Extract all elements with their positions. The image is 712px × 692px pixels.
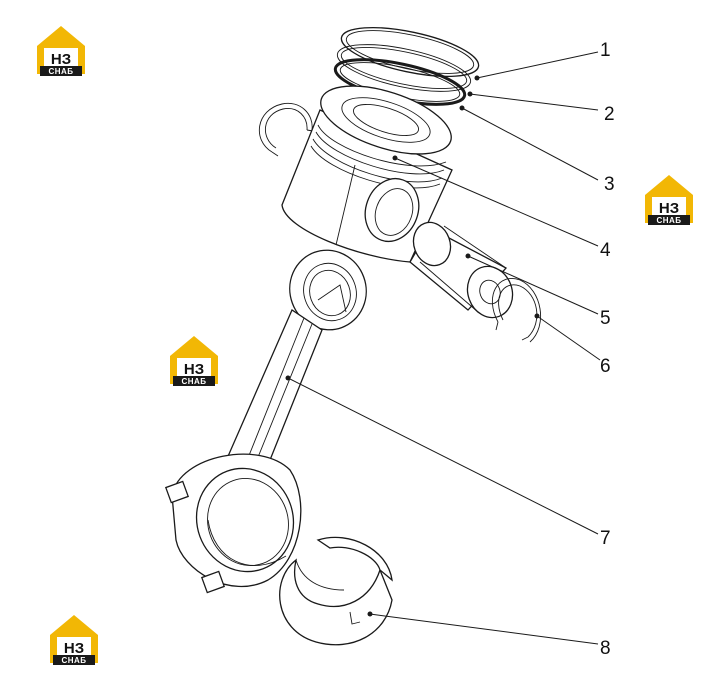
logo-right: НЗ СНАБ bbox=[645, 175, 693, 225]
logo-middle-left: НЗ СНАБ bbox=[170, 336, 218, 386]
piston-pin-circlip-right bbox=[492, 278, 542, 343]
leader-line-1 bbox=[476, 51, 599, 79]
piston-ring-1 bbox=[340, 26, 480, 78]
logo-mark: НЗ bbox=[659, 200, 679, 217]
leader-line-2 bbox=[469, 93, 599, 111]
connecting-rod-bearing bbox=[279, 536, 393, 646]
logo-bottom-left: НЗ СНАБ bbox=[50, 615, 98, 665]
leader-line-5 bbox=[467, 255, 599, 315]
piston bbox=[281, 85, 453, 263]
leader-line-7 bbox=[287, 377, 599, 535]
logo-mark: НЗ bbox=[184, 361, 204, 378]
callout-6: 6 bbox=[600, 356, 611, 377]
logo-mark: НЗ bbox=[51, 51, 71, 68]
leader-line-4 bbox=[394, 157, 599, 247]
callout-1: 1 bbox=[600, 40, 611, 61]
callout-7: 7 bbox=[600, 528, 611, 549]
callout-8: 8 bbox=[600, 638, 611, 659]
leader-line-3 bbox=[461, 107, 599, 181]
connecting-rod bbox=[164, 249, 367, 594]
leader-line-6 bbox=[536, 315, 601, 361]
logo-text: СНАБ bbox=[656, 216, 681, 225]
callout-5: 5 bbox=[600, 308, 611, 329]
piston-pin bbox=[409, 221, 514, 319]
logo-text: СНАБ bbox=[48, 67, 73, 76]
callout-3: 3 bbox=[604, 174, 615, 195]
logo-text: СНАБ bbox=[181, 377, 206, 386]
leader-line-8 bbox=[369, 613, 599, 645]
callout-2: 2 bbox=[604, 104, 615, 125]
callout-labels: 1 2 3 4 5 6 7 8 bbox=[600, 40, 615, 659]
logo-top-left: НЗ СНАБ bbox=[37, 26, 85, 76]
callout-4: 4 bbox=[600, 240, 611, 261]
logo-mark: НЗ bbox=[64, 640, 84, 657]
logo-text: СНАБ bbox=[61, 656, 86, 665]
leader-lines bbox=[285, 51, 601, 645]
piston-ring-2 bbox=[336, 44, 472, 92]
